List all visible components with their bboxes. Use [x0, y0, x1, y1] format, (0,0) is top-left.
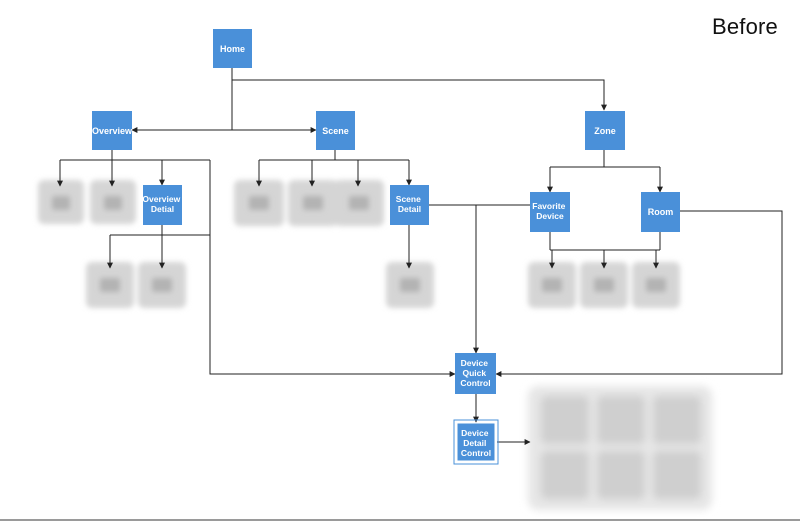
node-dqc-line3: Control [460, 378, 490, 388]
node-zone-label: Zone [594, 126, 616, 136]
node-room: Room [641, 192, 680, 232]
node-scene-label: Scene [322, 126, 349, 136]
svg-text:Device Detail Cont: Device Detail Control [461, 428, 491, 458]
node-favorite-device: Favorite Device [530, 192, 570, 232]
page-title: Before [711, 14, 778, 39]
svg-text:Device Quick Contr: Device Quick Control [460, 358, 490, 388]
node-zone: Zone [585, 111, 625, 150]
svg-text:Favorite Device: Favorite Device [532, 201, 567, 221]
node-home: Home [213, 29, 252, 68]
svg-text:Overview Detial: Overview Detial [142, 194, 182, 214]
blurred-detail-panel [528, 386, 712, 510]
node-scene-detail: Scene Detail [390, 185, 429, 225]
node-room-label: Room [648, 207, 674, 217]
node-scene: Scene [316, 111, 355, 150]
node-ddc-line3: Control [461, 448, 491, 458]
node-home-label: Home [220, 44, 245, 54]
node-overview-label: Overview [92, 126, 133, 136]
connectors [57, 68, 783, 445]
node-favorite-device-line1: Favorite [532, 201, 565, 211]
node-device-quick-control: Device Quick Control [455, 353, 496, 394]
node-overview-detail: Overview Detial [142, 185, 182, 225]
blurred-screen-inner [52, 196, 666, 292]
node-ddc-line2: Detail [463, 438, 486, 448]
node-overview-detail-line2: Detial [151, 204, 174, 214]
node-scene-detail-line1: Scene [396, 194, 421, 204]
node-ddc-line1: Device [461, 428, 489, 438]
node-favorite-device-line2: Device [536, 211, 564, 221]
node-device-detail-control: Device Detail Control [453, 419, 499, 465]
divider [0, 519, 800, 521]
node-overview-detail-line1: Overview [142, 194, 180, 204]
node-scene-detail-line2: Detail [398, 204, 421, 214]
node-dqc-line1: Device [461, 358, 489, 368]
node-overview: Overview [92, 111, 133, 150]
node-dqc-line2: Quick [463, 368, 487, 378]
svg-text:Scene Detail: Scene Detail [396, 194, 423, 214]
